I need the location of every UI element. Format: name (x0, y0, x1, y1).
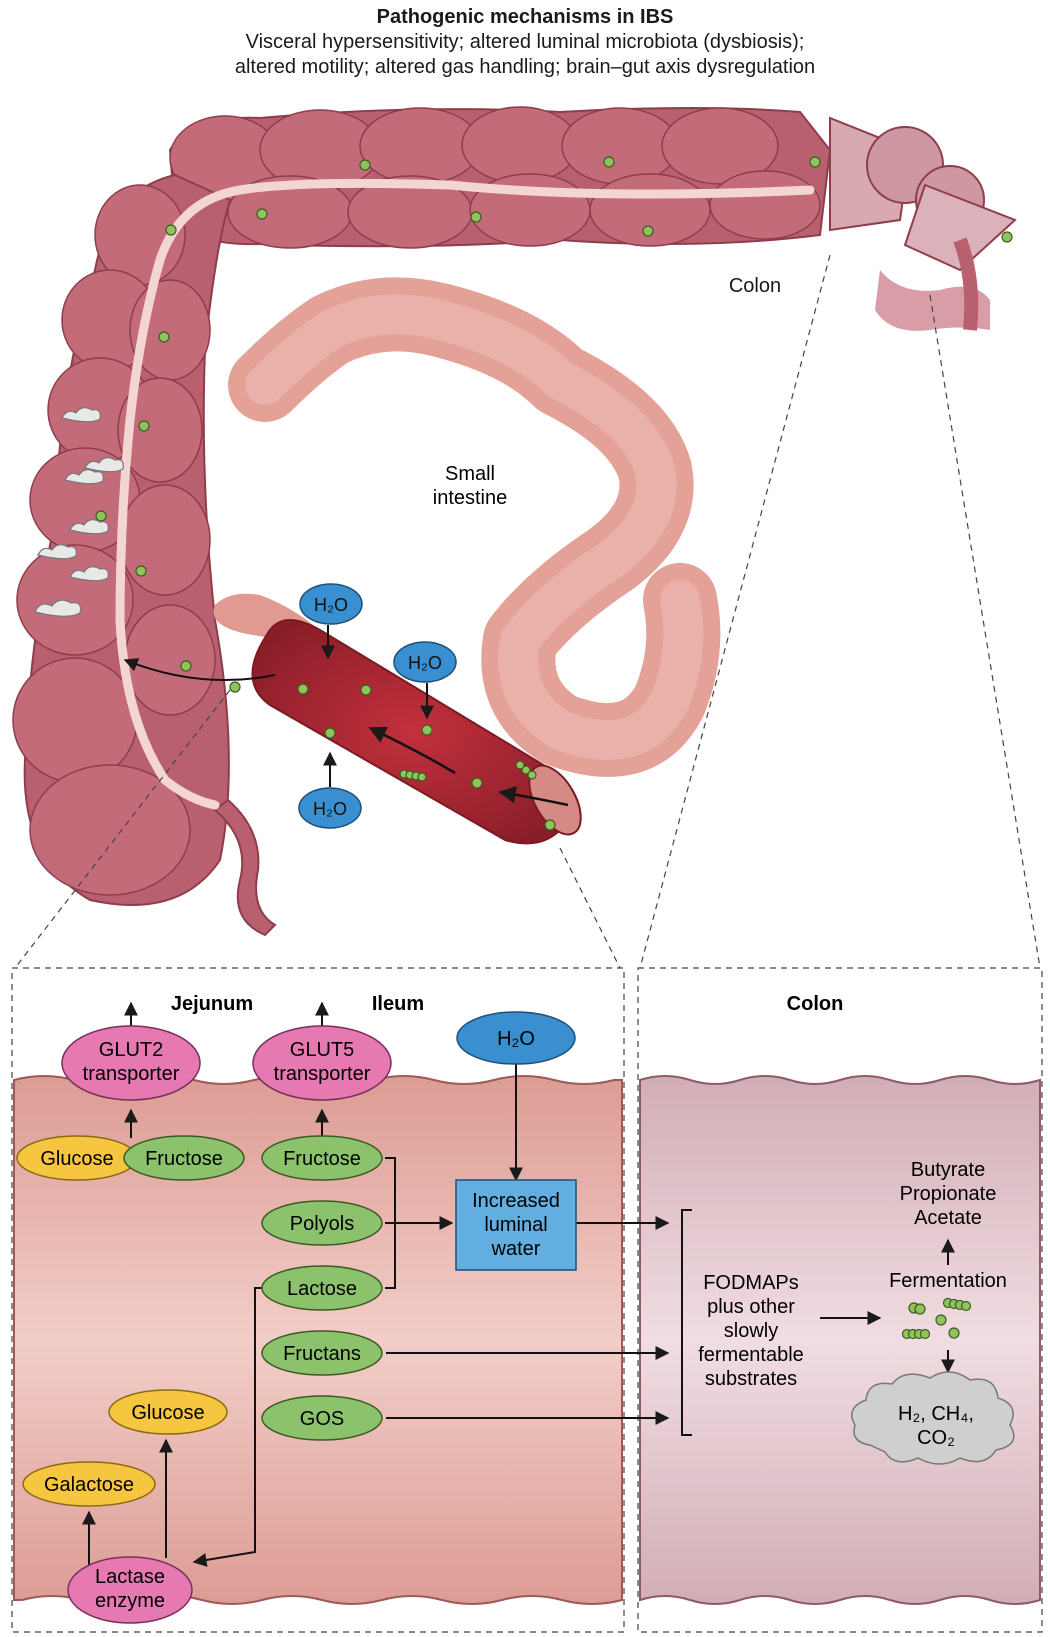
svg-text:enzyme: enzyme (95, 1590, 165, 1612)
svg-text:slowly: slowly (724, 1320, 778, 1342)
svg-text:fermentable: fermentable (698, 1344, 804, 1366)
jejunum-label: Jejunum (171, 993, 253, 1015)
haustrum (461, 106, 579, 184)
ileum-bacteria (297, 683, 556, 831)
haustrum (117, 377, 203, 483)
haustrum (29, 764, 191, 896)
svg-text:H₂O: H₂O (313, 799, 347, 819)
svg-text:Polyols: Polyols (290, 1213, 354, 1235)
svg-text:plus other: plus other (707, 1296, 795, 1318)
gas-cloud: H₂, CH₄, CO₂ (851, 1371, 1015, 1465)
svg-text:substrates: substrates (705, 1368, 797, 1390)
glut5-transporter: GLUT5 transporter (252, 1025, 392, 1101)
ileum-segment (213, 593, 582, 845)
panel-right (637, 967, 1043, 1633)
svg-text:Lactose: Lactose (287, 1278, 357, 1300)
fermentation-label: Fermentation (889, 1270, 1007, 1292)
ileum-flow-arrow (368, 726, 456, 775)
haustrum (124, 604, 216, 716)
zoom-lines (14, 254, 1041, 969)
small-intestine-label-2: intestine (433, 487, 508, 509)
svg-text:FODMAPs: FODMAPs (703, 1272, 799, 1294)
svg-text:transporter: transporter (274, 1063, 371, 1085)
svg-text:Fructans: Fructans (283, 1343, 361, 1365)
water-oval-bottom: H₂O (298, 751, 362, 829)
svg-text:GLUT5: GLUT5 (290, 1039, 354, 1061)
haustrum (661, 107, 779, 185)
svg-text:GLUT2: GLUT2 (99, 1039, 163, 1061)
haustrum (709, 170, 821, 240)
water-oval-right: H₂O (393, 641, 457, 720)
small-intestine-anatomy: Small intestine (123, 277, 721, 845)
glut2-transporter: GLUT2 transporter (61, 1025, 201, 1101)
colon-cutaway (829, 116, 1017, 331)
water-node: H₂O (456, 1011, 576, 1065)
flow-arrows (82, 1001, 955, 1568)
galactose-node: Galactose (22, 1461, 156, 1507)
svg-text:Propionate: Propionate (900, 1183, 997, 1205)
svg-text:Glucose: Glucose (131, 1402, 204, 1424)
fructose-ileum-node: Fructose (261, 1135, 383, 1181)
lactose-node: Lactose (261, 1265, 383, 1311)
gas-bubbles (34, 407, 124, 617)
svg-text:luminal: luminal (484, 1214, 547, 1236)
svg-text:Lactase: Lactase (95, 1566, 165, 1588)
haustrum (119, 484, 211, 596)
colon-label: Colon (729, 275, 781, 297)
water-inputs: H₂O H₂O H₂O (298, 583, 457, 829)
svg-text:GOS: GOS (300, 1408, 344, 1430)
colon-bacteria (95, 156, 1013, 693)
ileum-label: Ileum (372, 993, 424, 1015)
colon-lumen (115, 178, 815, 810)
gas-cloud-line2: CO₂ (917, 1427, 955, 1449)
svg-text:Increased: Increased (472, 1190, 560, 1212)
gas-cloud-line1: H₂, CH₄, (898, 1403, 974, 1425)
increased-luminal-water-box: Increased luminal water (455, 1179, 577, 1271)
svg-text:Fructose: Fructose (145, 1148, 223, 1170)
svg-text:Glucose: Glucose (40, 1148, 113, 1170)
appendix (213, 798, 277, 937)
svg-text:Fructose: Fructose (283, 1148, 361, 1170)
svg-text:Galactose: Galactose (44, 1474, 134, 1496)
descending-colon (875, 270, 990, 331)
page-title: Pathogenic mechanisms in IBS (376, 6, 674, 28)
colon-anatomy: Colon (12, 106, 1017, 937)
svg-text:H₂O: H₂O (408, 653, 442, 673)
water-oval-top: H₂O (299, 583, 363, 660)
subtitle-line-2: altered motility; altered gas handling; … (234, 56, 816, 78)
haustrum (12, 657, 138, 783)
fructose-jejunum-node: Fructose (123, 1135, 245, 1181)
gos-node: GOS (261, 1395, 383, 1441)
svg-text:water: water (491, 1238, 541, 1260)
subtitle-line-1: Visceral hypersensitivity; altered lumin… (245, 31, 805, 53)
scfa-products: Butyrate Propionate Acetate (900, 1159, 997, 1229)
polyols-node: Polyols (261, 1200, 383, 1246)
glucose-jejunum-node: Glucose (16, 1135, 138, 1181)
colon-panel-label: Colon (787, 993, 844, 1015)
svg-text:transporter: transporter (83, 1063, 180, 1085)
ileum-flow-arrow (498, 786, 569, 807)
fermentation-bacteria (901, 1297, 972, 1340)
small-intestine-label-1: Small (445, 463, 495, 485)
svg-text:Acetate: Acetate (914, 1207, 982, 1229)
fodmaps-text: FODMAPs plus other slowly fermentable su… (698, 1272, 804, 1390)
ileum-to-colon-arrow (123, 658, 276, 681)
lactase-enzyme-node: Lactase enzyme (67, 1556, 193, 1624)
svg-text:H₂O: H₂O (314, 595, 348, 615)
fructans-node: Fructans (261, 1330, 383, 1376)
svg-text:H₂O: H₂O (497, 1028, 535, 1050)
svg-text:Butyrate: Butyrate (911, 1159, 985, 1181)
glucose-lower-node: Glucose (108, 1389, 228, 1435)
haustrum (561, 107, 679, 185)
